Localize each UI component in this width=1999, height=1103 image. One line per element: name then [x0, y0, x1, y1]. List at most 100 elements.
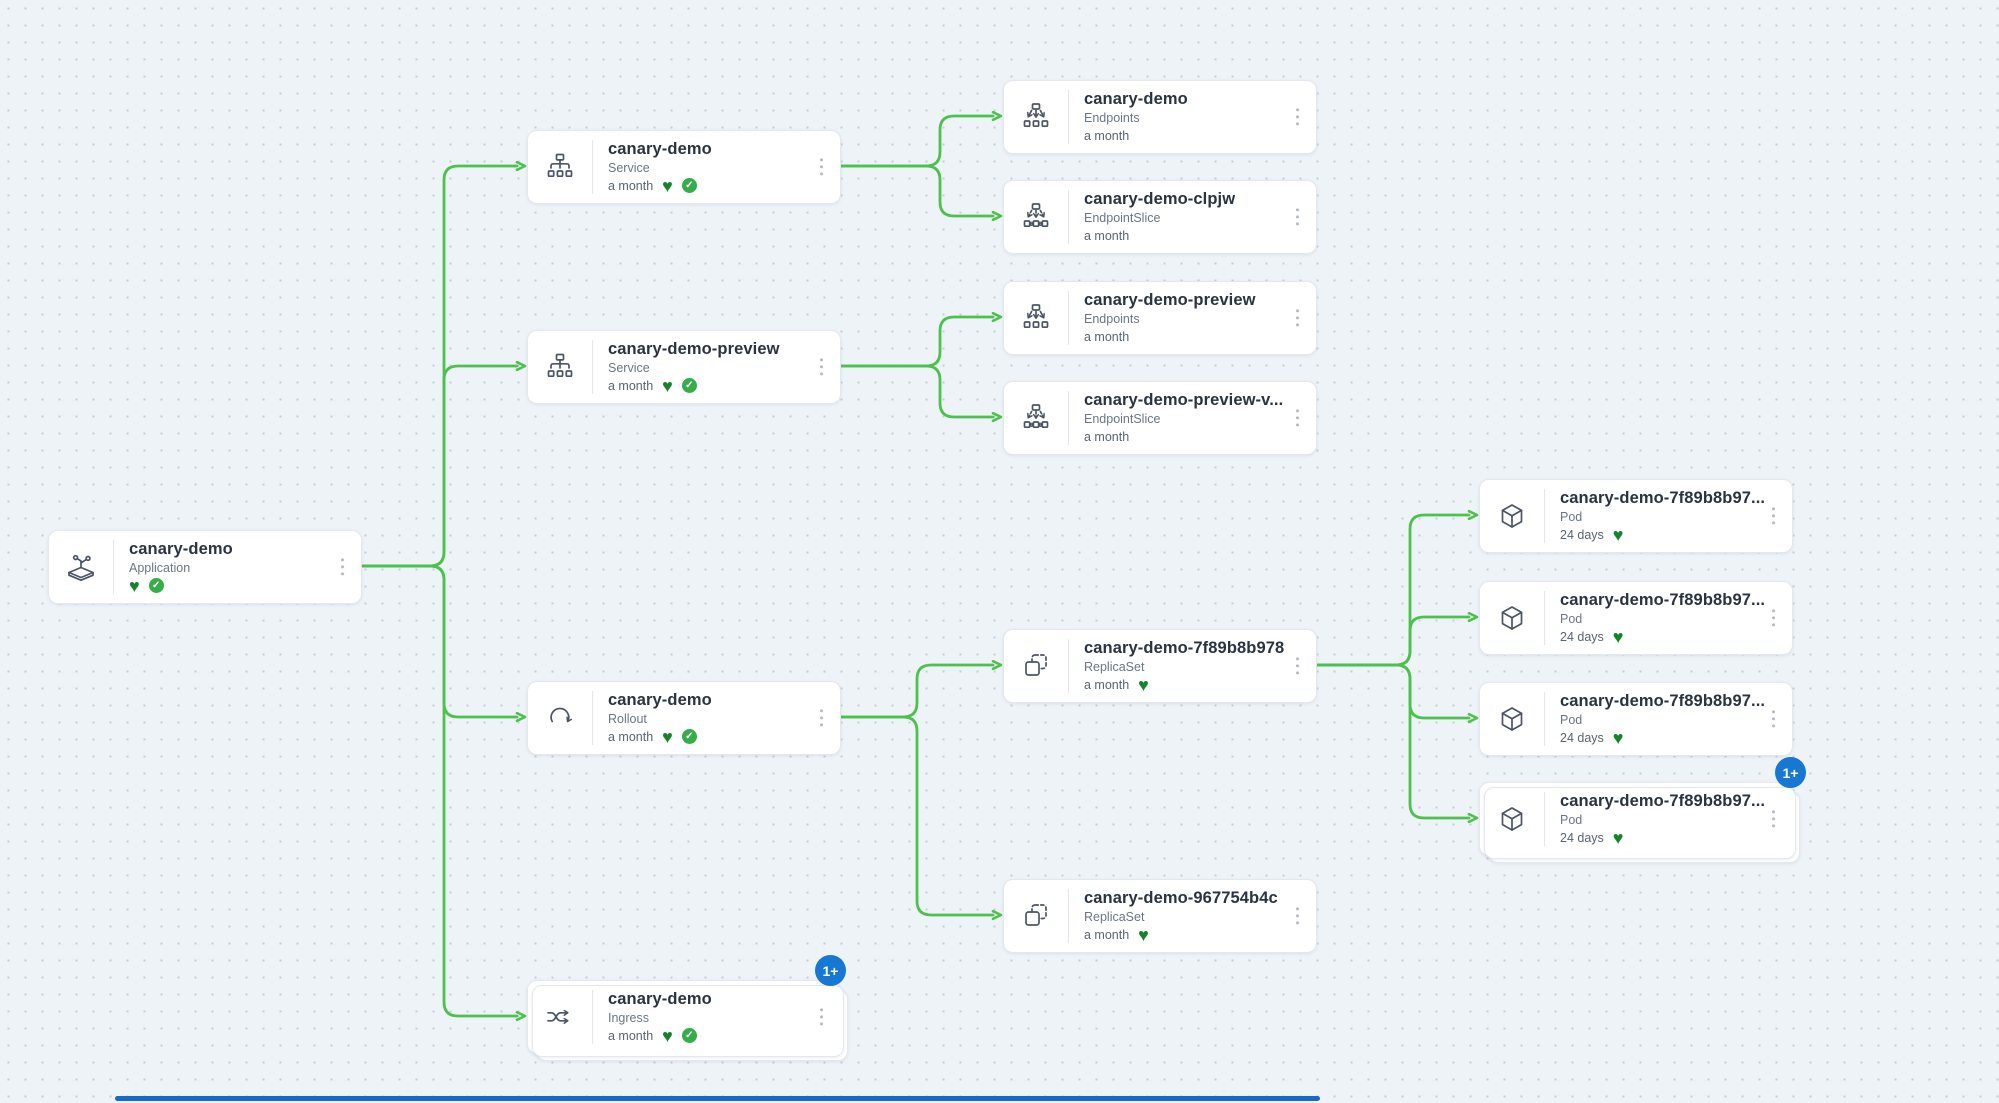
pod-icon — [1480, 701, 1544, 737]
resource-node-eps2[interactable]: canary-demo-preview-v... EndpointSlice a… — [1003, 381, 1317, 455]
resource-kind: Application — [129, 560, 191, 575]
node-divider — [1068, 639, 1069, 693]
node-divider — [1544, 489, 1545, 543]
edge-rs1-to-pod2 — [1313, 617, 1469, 667]
service-icon — [528, 349, 592, 385]
node-divider — [1544, 591, 1545, 645]
resource-node-rs2[interactable]: canary-demo-967754b4c ReplicaSet a month… — [1003, 879, 1317, 953]
resource-kind: Pod — [1560, 812, 1583, 827]
resource-node-svc2[interactable]: canary-demo-preview Service a month ♥ ✓ — [527, 330, 841, 404]
resource-name: canary-demo — [1084, 89, 1188, 108]
edge-svc2-to-ep2 — [837, 317, 993, 368]
health-heart-icon: ♥ — [1138, 674, 1149, 695]
resource-node-rs1[interactable]: canary-demo-7f89b8b978 ReplicaSet a mont… — [1003, 629, 1317, 703]
horizontal-scrollbar[interactable] — [115, 1096, 1320, 1101]
kebab-menu-button[interactable] — [816, 705, 827, 730]
edge-rs1-to-pod1 — [1313, 515, 1469, 667]
resource-node-ingress[interactable]: canary-demo Ingress a month ♥ ✓ 1+ — [527, 955, 846, 1054]
resource-age: a month — [1084, 329, 1130, 344]
resource-node-ep1[interactable]: canary-demo Endpoints a month ♥ ✓ — [1003, 80, 1317, 154]
pod-icon — [1480, 600, 1544, 636]
resource-name: canary-demo-967754b4c — [1084, 888, 1278, 907]
node-divider — [1544, 792, 1545, 846]
resource-kind: Ingress — [608, 1010, 649, 1025]
resource-kind: Pod — [1560, 509, 1583, 524]
endpointslice-icon — [1004, 199, 1068, 235]
health-heart-icon: ♥ — [1612, 626, 1624, 647]
edge-svc2-to-eps2 — [837, 364, 993, 417]
endpoints-icon — [1004, 99, 1068, 135]
node-divider — [1544, 692, 1545, 746]
kebab-menu-button[interactable] — [1292, 204, 1303, 229]
edge-svc1-to-ep1 — [837, 116, 993, 168]
health-heart-icon: ♥ — [662, 726, 673, 747]
resource-node-pod3[interactable]: canary-demo-7f89b8b97... Pod 24 days ♥ ✓ — [1479, 682, 1793, 756]
resource-age: a month — [1084, 677, 1130, 692]
kebab-menu-button[interactable] — [1292, 653, 1303, 678]
node-divider — [113, 540, 114, 594]
resource-name: canary-demo-7f89b8b97... — [1560, 488, 1766, 507]
resource-age: a month — [1084, 429, 1130, 444]
resource-age: a month — [608, 1028, 654, 1043]
resource-kind: EndpointSlice — [1084, 210, 1161, 225]
kebab-menu-button[interactable] — [816, 1004, 827, 1029]
node-divider — [592, 140, 593, 194]
kebab-menu-button[interactable] — [1768, 706, 1779, 731]
resource-kind: Service — [608, 360, 650, 375]
resource-node-pod1[interactable]: canary-demo-7f89b8b97... Pod 24 days ♥ ✓ — [1479, 479, 1793, 553]
collapsed-count-badge[interactable]: 1+ — [815, 955, 846, 986]
resource-node-pod2[interactable]: canary-demo-7f89b8b97... Pod 24 days ♥ ✓ — [1479, 581, 1793, 655]
resource-name: canary-demo-7f89b8b97... — [1560, 691, 1766, 710]
resource-name: canary-demo-preview-v... — [1084, 390, 1284, 409]
kebab-menu-button[interactable] — [337, 554, 348, 579]
resource-kind: Endpoints — [1084, 110, 1140, 125]
node-divider — [1068, 391, 1069, 445]
kebab-menu-button[interactable] — [1768, 806, 1779, 831]
resource-age: a month — [1084, 927, 1130, 942]
kebab-menu-button[interactable] — [1768, 503, 1779, 528]
resource-age: 24 days — [1560, 830, 1604, 845]
resource-kind: Pod — [1560, 611, 1583, 626]
kebab-menu-button[interactable] — [816, 154, 827, 179]
health-heart-icon: ♥ — [1612, 827, 1624, 848]
resource-kind: ReplicaSet — [1084, 659, 1145, 674]
collapsed-count-badge[interactable]: 1+ — [1775, 757, 1806, 788]
kebab-menu-button[interactable] — [1292, 405, 1303, 430]
edge-rs1-to-pod3 — [1313, 663, 1469, 718]
resource-node-ep2[interactable]: canary-demo-preview Endpoints a month ♥ … — [1003, 281, 1317, 355]
resource-name: canary-demo — [608, 139, 712, 158]
resource-kind: Pod — [1560, 712, 1583, 727]
kebab-menu-button[interactable] — [816, 354, 827, 379]
resource-age: a month — [608, 378, 654, 393]
health-heart-icon: ♥ — [1612, 524, 1624, 545]
resource-node-app[interactable]: canary-demo Application ♥ ✓ — [48, 530, 362, 604]
resource-name: canary-demo-7f89b8b97... — [1560, 590, 1766, 609]
resource-kind: ReplicaSet — [1084, 909, 1145, 924]
resource-age: a month — [608, 729, 654, 744]
kebab-menu-button[interactable] — [1292, 903, 1303, 928]
resource-kind: EndpointSlice — [1084, 411, 1161, 426]
kebab-menu-button[interactable] — [1292, 305, 1303, 330]
edge-app-to-svc2 — [358, 366, 517, 568]
resource-node-pod4[interactable]: canary-demo-7f89b8b97... Pod 24 days ♥ ✓… — [1479, 757, 1806, 856]
kebab-menu-button[interactable] — [1768, 605, 1779, 630]
kebab-menu-button[interactable] — [1292, 104, 1303, 129]
sync-check-icon: ✓ — [681, 178, 697, 193]
resource-age: a month — [1084, 228, 1130, 243]
resource-kind: Endpoints — [1084, 311, 1140, 326]
resource-name: canary-demo — [608, 690, 712, 709]
resource-node-rollout[interactable]: canary-demo Rollout a month ♥ ✓ — [527, 681, 841, 755]
resource-node-svc1[interactable]: canary-demo Service a month ♥ ✓ — [527, 130, 841, 204]
node-divider — [592, 340, 593, 394]
resource-age: a month — [1084, 128, 1130, 143]
resource-name: canary-demo-preview — [608, 339, 780, 358]
resource-name: canary-demo — [608, 989, 712, 1008]
replicaset-icon — [1004, 648, 1068, 684]
resource-node-eps1[interactable]: canary-demo-clpjw EndpointSlice a month … — [1003, 180, 1317, 254]
health-heart-icon: ♥ — [662, 175, 673, 196]
resource-age: 24 days — [1560, 629, 1604, 644]
resource-name: canary-demo-preview — [1084, 290, 1256, 309]
endpointslice-icon — [1004, 400, 1068, 436]
